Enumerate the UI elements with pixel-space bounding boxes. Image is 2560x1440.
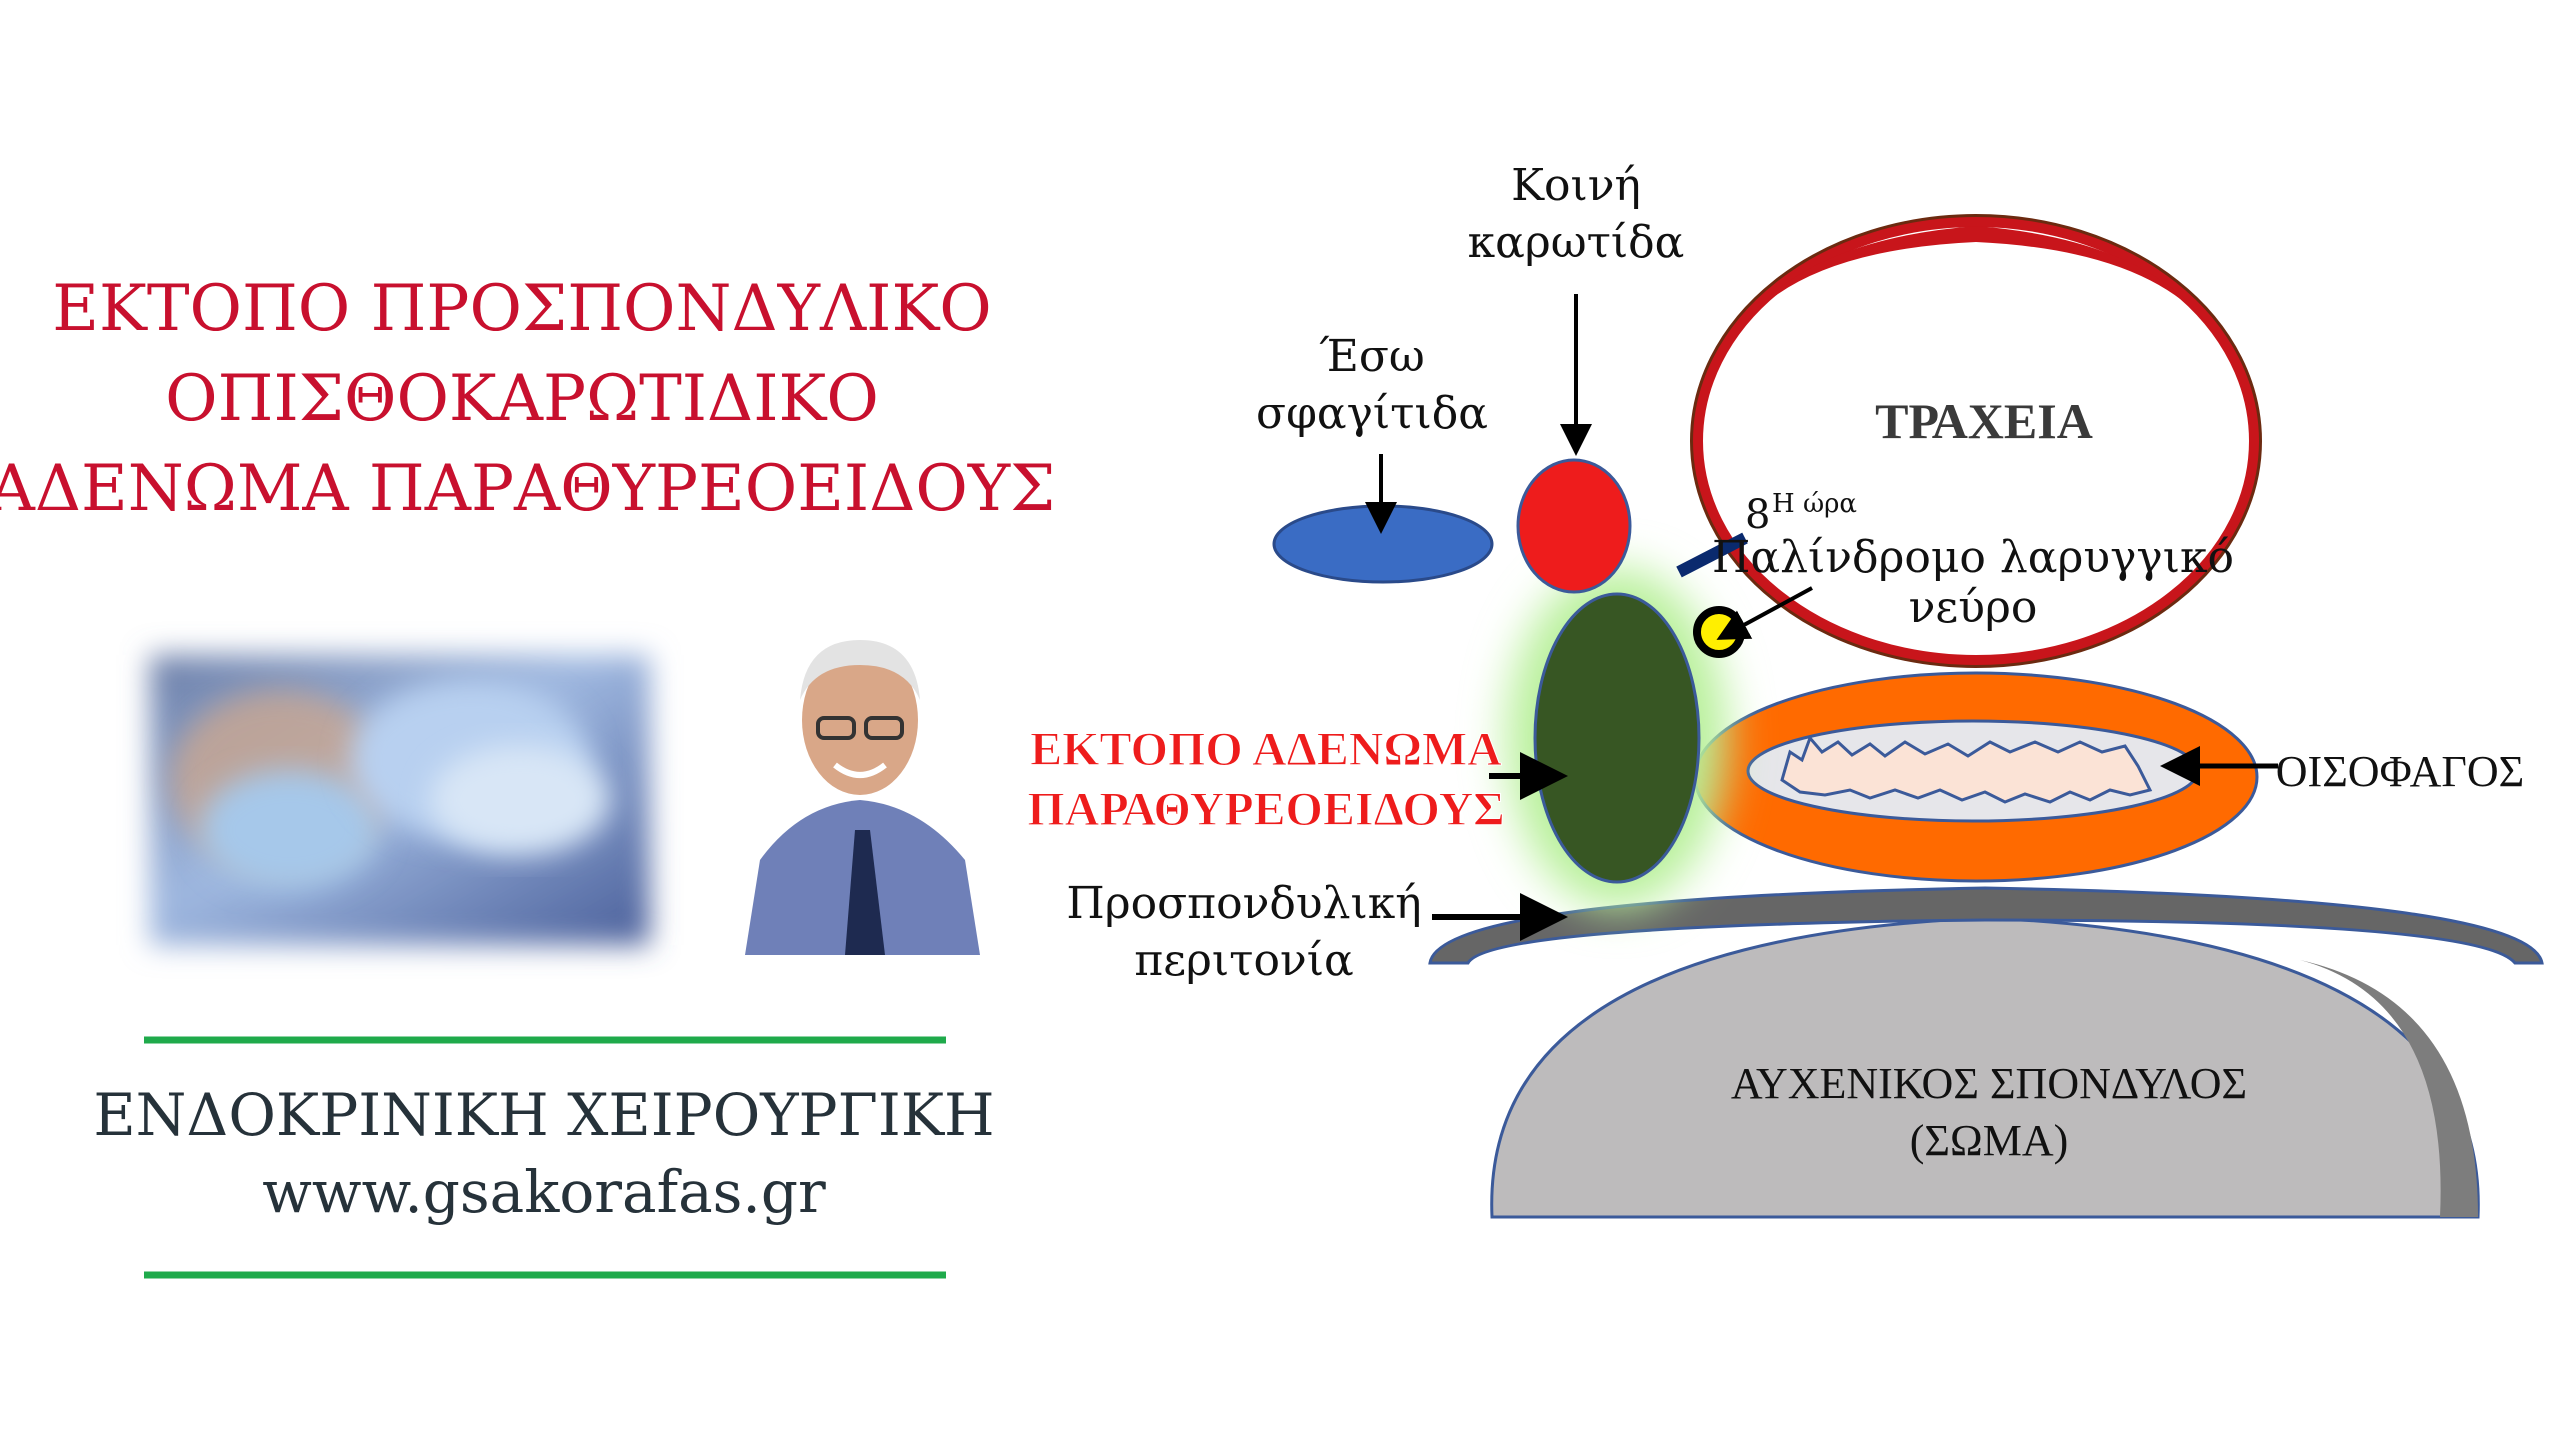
prevertebral-fascia [1428,886,2544,965]
fascia-label: περιτονία [1134,935,1353,986]
nerve-label: νεύρο [1909,582,2038,633]
slide-title: ΕΚΤΟΠΟ ΠΡΟΣΠΟΝΔΥΛΙΚΟ ΟΠΙΣΘΟΚΑΡΩΤΙΔΙΚΟ ΑΔ… [0,272,1055,526]
trachea-label: ΤΡΑΧΕΙΑ [1875,393,2093,449]
esophagus-label: ΟΙΣΟΦΑΓΟΣ [2276,747,2524,796]
clock-label: Η ώρα [1772,489,1857,519]
common-carotid [1516,458,1632,594]
trachea [1690,214,2262,668]
vertebra-label: ΑΥΧΕΝΙΚΟΣ ΣΠΟΝΔΥΛΟΣ [1731,1059,2247,1108]
jugular-label: σφαγίτιδα [1256,388,1488,439]
title-line: ΟΠΙΣΘΟΚΑΡΩΤΙΔΙΚΟ [165,362,879,436]
carotid-label: Κοινή [1511,160,1641,211]
clock-marker [1676,532,1748,578]
vertebra-label: (ΣΩΜΑ) [1910,1116,2069,1165]
esophagus-lumen [1780,735,2153,804]
jugular-label: Έσω [1319,331,1425,382]
adenoma-label: ΕΚΤΟΠΟ ΑΔΕΝΩΜΑ [1030,723,1502,776]
arrow-icon [1716,586,1813,640]
ectopic-adenoma [1533,592,1701,884]
title-line: ΑΔΕΝΩΜΑ ΠΑΡΑΘΥΡΕΟΕΙΔΟΥΣ [0,452,1055,526]
surgeons-photo [150,655,650,945]
nerve-label: Παλίνδρομο λαρυγγικό [1712,532,2234,583]
website-link[interactable]: www.gsakorafas.gr [262,1158,826,1226]
doctor-portrait [745,640,980,955]
clock-number: 8 [1745,492,1770,538]
specialty-label: ΕΝΔΟΚΡΙΝΙΚΗ ΧΕΙΡΟΥΡΓΙΚΗ [93,1081,994,1149]
carotid-label: καρωτίδα [1468,217,1685,268]
anatomy-diagram: ΤΡΑΧΕΙΑ Κοινή καρωτίδα Έσω σφαγίτιδα Παλ… [1027,160,2544,1219]
title-line: ΕΚΤΟΠΟ ΠΡΟΣΠΟΝΔΥΛΙΚΟ [52,272,991,346]
fascia-label: Προσπονδυλική [1066,878,1421,929]
adenoma-label: ΠΑΡΑΘΥΡΕΟΕΙΔΟΥΣ [1027,783,1504,836]
